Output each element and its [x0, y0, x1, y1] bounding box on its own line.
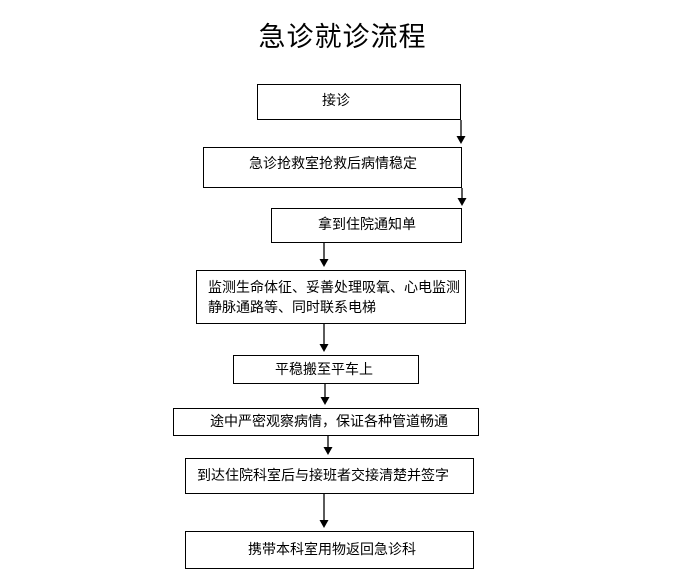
step-observe-en-route: 途中严密观察病情，保证各种管道畅通	[173, 408, 479, 436]
step-label: 到达住院科室后与接班者交接清楚并签字	[197, 468, 449, 484]
flowchart-title: 急诊就诊流程	[258, 22, 427, 53]
arrow-6	[323, 436, 333, 455]
step-label: 平稳搬至平车上	[275, 362, 373, 378]
step-label-line-1: 监测生命体征、妥善处理吸氧、心电监测	[208, 280, 460, 296]
step-resuscitation-stable: 急诊抢救室抢救后病情稳定	[203, 147, 462, 188]
step-label: 急诊抢救室抢救后病情稳定	[249, 156, 417, 172]
arrow-4	[319, 324, 329, 352]
step-label-line-2: 静脉通路等、同时联系电梯	[208, 300, 376, 316]
step-label: 拿到住院通知单	[318, 217, 416, 233]
arrow-1	[456, 120, 466, 144]
step-move-to-stretcher: 平稳搬至平车上	[233, 355, 419, 384]
step-reception: 接诊	[257, 84, 461, 120]
step-return-to-er: 携带本科室用物返回急诊科	[185, 531, 474, 569]
arrow-2	[457, 188, 467, 206]
step-label: 携带本科室用物返回急诊科	[248, 542, 416, 558]
step-label: 途中严密观察病情，保证各种管道畅通	[210, 414, 448, 430]
arrow-5	[320, 384, 330, 405]
step-label: 接诊	[322, 93, 350, 109]
step-handover: 到达住院科室后与接班者交接清楚并签字	[185, 458, 474, 494]
arrow-3	[319, 243, 329, 267]
step-admission-notice: 拿到住院通知单	[271, 208, 462, 243]
step-monitoring: 监测生命体征、妥善处理吸氧、心电监测 静脉通路等、同时联系电梯	[196, 270, 466, 324]
arrow-7	[319, 494, 329, 528]
